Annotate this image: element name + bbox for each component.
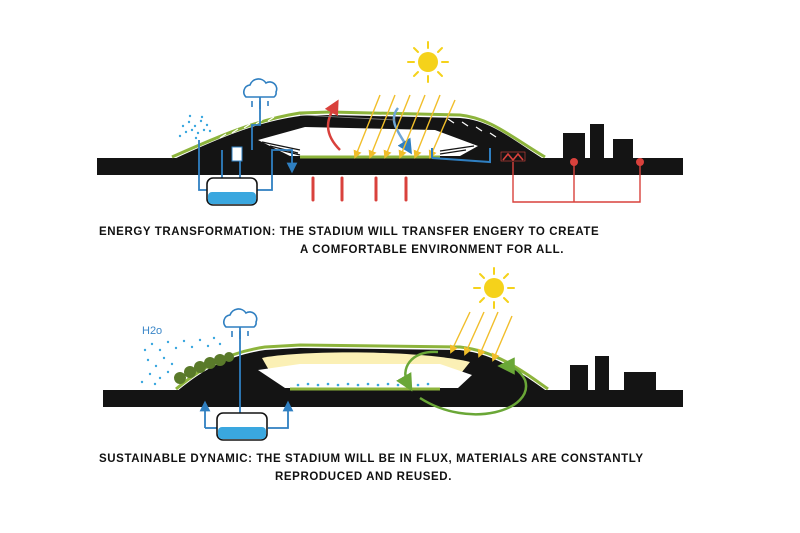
- geothermal-probes: [311, 176, 408, 202]
- green-roof: [171, 110, 546, 159]
- sun-icon: [473, 267, 515, 309]
- h2o-label: H2o: [142, 325, 162, 337]
- city-buildings: [570, 356, 656, 393]
- ground-slab: [103, 390, 683, 407]
- roof-louvres: [219, 116, 497, 139]
- stadium-bowl: [258, 364, 472, 388]
- water-tank: [206, 177, 258, 206]
- caption-energy-line1: ENERGY TRANSFORMATION: THE STADIUM WILL …: [99, 226, 599, 238]
- roof-cable: [299, 114, 396, 121]
- water-mist-dots: [140, 336, 222, 386]
- water-tank: [216, 412, 268, 441]
- sprinkler-grille: [231, 146, 243, 162]
- district-heating-network: [512, 162, 641, 203]
- caption-energy-line2: A COMFORTABLE ENVIRONMENT FOR ALL.: [300, 244, 564, 256]
- material-cycle-arrow: [396, 350, 439, 392]
- solar-rays: [353, 94, 456, 159]
- heating-nodes: [570, 158, 644, 166]
- caption-sustainable-line1: SUSTAINABLE DYNAMIC: THE STADIUM WILL BE…: [99, 453, 644, 465]
- ground-slab: [97, 158, 683, 175]
- water-mist-dots: [178, 114, 212, 140]
- stadium-bowl: [258, 127, 478, 156]
- energy-transformation-diagram: ENERGY TRANSFORMATION: THE STADIUM WILL …: [97, 41, 683, 256]
- tree-canopy: [174, 352, 234, 384]
- city-buildings: [563, 124, 633, 164]
- sustainable-dynamic-diagram: H2o: [99, 267, 683, 483]
- material-cycle-arrow: [419, 357, 528, 416]
- cool-air-vent: [431, 148, 491, 164]
- hot-air-arrow: [324, 99, 341, 151]
- water-pipes: [199, 327, 294, 429]
- sun-icon: [407, 41, 449, 83]
- solar-rays: [450, 311, 513, 362]
- heat-exchanger: [502, 152, 524, 162]
- caption-sustainable-line2: REPRODUCED AND REUSED.: [275, 471, 452, 483]
